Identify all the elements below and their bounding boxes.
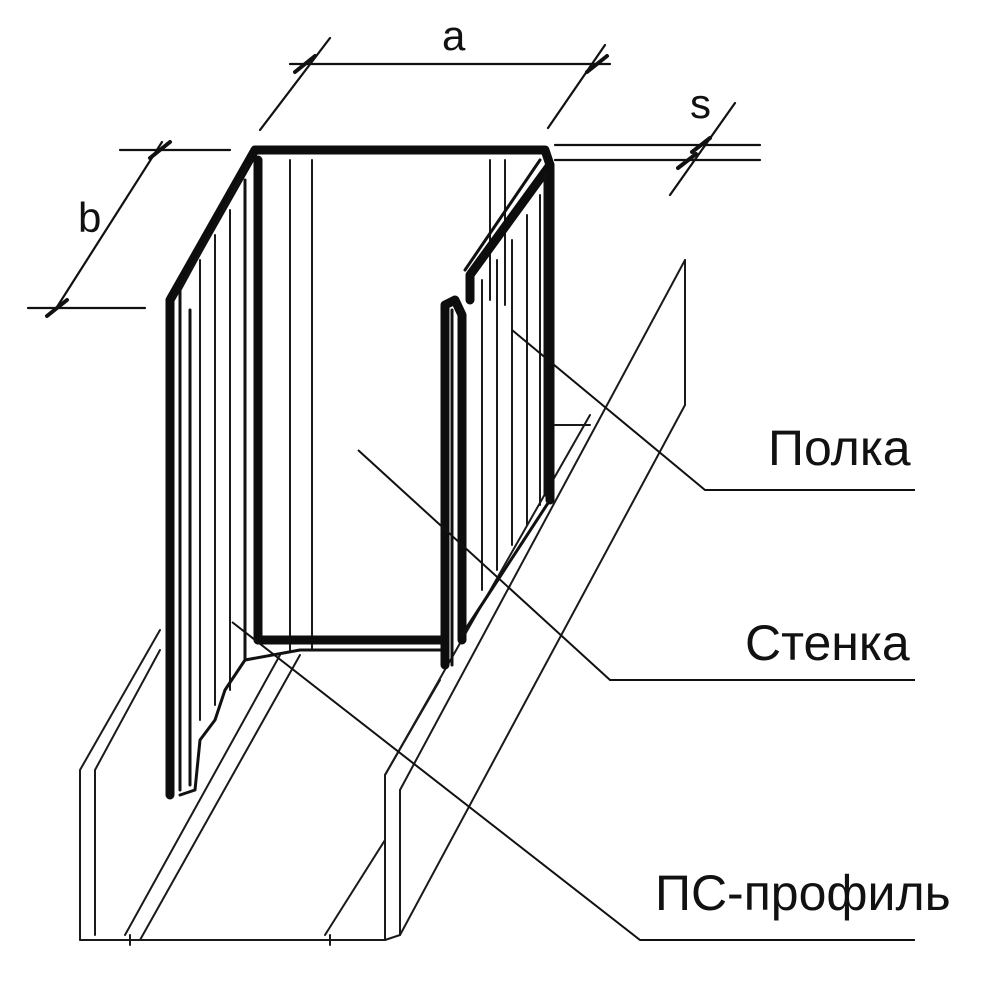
dimension-label-s: s (690, 80, 711, 127)
leader-shelf (511, 329, 915, 491)
dimension-label-b: b (78, 194, 101, 241)
cassette-section (165, 145, 555, 800)
dimension-b: b (26, 140, 232, 318)
callout-label-wall: Стенка (745, 615, 910, 671)
section-rear-ribs (199, 159, 541, 721)
leader-wall (357, 449, 915, 681)
callout-label-profile: ПС-профиль (655, 865, 951, 921)
callout-leaders (231, 329, 915, 941)
callout-label-shelf: Полка (768, 420, 911, 476)
dimension-a: a (258, 12, 612, 132)
dimension-label-a: a (442, 12, 466, 59)
dimension-s: s (553, 80, 762, 197)
leader-profile (231, 621, 915, 941)
